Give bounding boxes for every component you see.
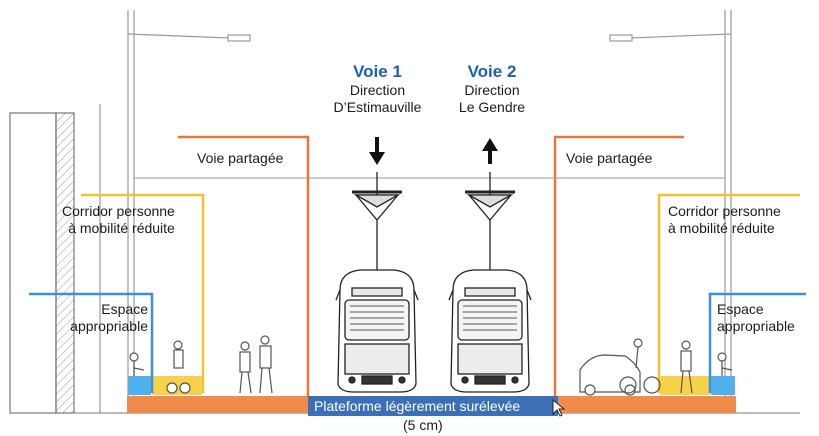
- mobility-corridor-line-2: à mobilité réduite: [668, 220, 775, 236]
- mobility-corridor-bracket-right: [657, 193, 800, 393]
- pedestrian-figures-right: [579, 338, 733, 396]
- track-2-header: Voie 2 Direction Le Gendre: [442, 62, 542, 116]
- appropriable-line-2: appropriable: [717, 318, 795, 334]
- appropriable-label-left: Espace appropriable: [60, 301, 148, 335]
- down-arrow-icon: [369, 137, 385, 165]
- pedestrian-figures-left: [129, 335, 273, 394]
- appropriable-bracket-right: [708, 292, 806, 393]
- appropriable-label-right: Espace appropriable: [717, 301, 795, 335]
- mobility-corridor-fill-right: [660, 376, 710, 395]
- tram-voie-2: [448, 172, 532, 393]
- building-left: [9, 104, 101, 414]
- shared-lane-label-left: Voie partagée: [197, 150, 284, 166]
- appropriable-fill-left: [128, 376, 151, 395]
- up-arrow-icon: [482, 138, 498, 164]
- mobility-corridor-label-right: Corridor personne à mobilité réduite: [668, 203, 781, 237]
- mouse-cursor-icon: [552, 398, 566, 417]
- platform-label: Plateforme légèrement surélevée: [314, 398, 521, 414]
- mobility-corridor-line-1: Corridor personne: [62, 203, 175, 219]
- shared-lane-bracket-right: [553, 135, 684, 396]
- raised-platform: [308, 396, 558, 416]
- pole-right: [609, 10, 732, 413]
- track-1-direction-label: Direction: [349, 82, 406, 98]
- appropriable-line-1: Espace: [717, 301, 764, 317]
- pole-left: [127, 10, 251, 413]
- appropriable-line-1: Espace: [101, 301, 148, 317]
- track-1-title: Voie 1: [353, 62, 402, 81]
- track-2-title: Voie 2: [467, 62, 517, 81]
- track-1-header: Voie 1 Direction D’Estimauville: [320, 62, 435, 116]
- appropriable-bracket-left: [29, 292, 154, 393]
- appropriable-fill-right: [711, 376, 735, 395]
- mobility-corridor-label-left: Corridor personne à mobilité réduite: [62, 203, 175, 237]
- track-2-direction-label: Direction: [464, 82, 520, 98]
- mobility-corridor-line-2: à mobilité réduite: [68, 220, 175, 236]
- appropriable-line-2: appropriable: [70, 318, 148, 334]
- shared-lane-label-right: Voie partagée: [566, 150, 653, 166]
- sidewalk-strip-left: [127, 396, 310, 413]
- shared-lane-bracket-left: [178, 135, 310, 396]
- tram-voie-1: [335, 172, 419, 393]
- track-1-destination: D’Estimauville: [333, 99, 422, 115]
- mobility-corridor-bracket-left: [81, 193, 205, 393]
- mobility-corridor-line-1: Corridor personne: [668, 203, 781, 219]
- track-2-destination: Le Gendre: [458, 99, 526, 115]
- sidewalk-strip-right: [555, 396, 736, 413]
- platform-height-note: (5 cm): [403, 417, 443, 433]
